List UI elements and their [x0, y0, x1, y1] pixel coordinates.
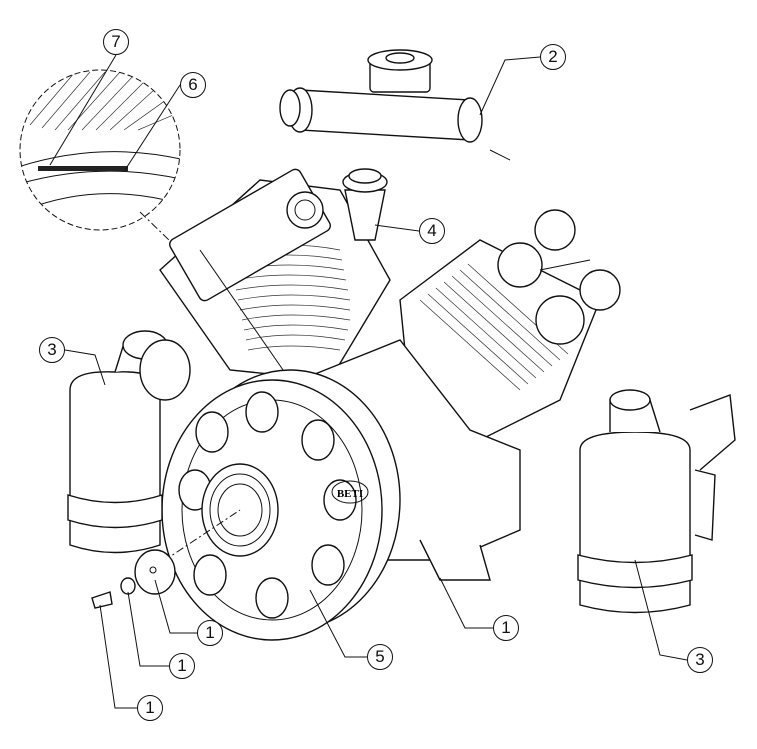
callout-7: 7 — [103, 29, 129, 55]
callout-5: 5 — [367, 644, 393, 670]
callout-6: 6 — [180, 72, 206, 98]
valve-part — [342, 168, 388, 241]
callout-3-left: 3 — [39, 337, 65, 363]
cap-washer-bolt — [91, 549, 176, 609]
filter-right — [577, 389, 736, 614]
callout-2: 2 — [540, 44, 566, 70]
left-cylinder — [159, 168, 391, 381]
callout-3-right: 3 — [687, 647, 713, 673]
callout-1-bolt: 1 — [137, 695, 163, 721]
callout-4: 4 — [419, 218, 445, 244]
callout-1-foot: 1 — [493, 615, 519, 641]
manifold-part — [279, 49, 511, 161]
filter-left — [67, 330, 191, 554]
callout-1-cap: 1 — [197, 620, 223, 646]
leader-lines — [49, 54, 688, 709]
brand-logo: BETI — [337, 488, 363, 500]
flywheel: BETI — [149, 369, 401, 641]
callout-1-washer: 1 — [169, 653, 195, 679]
right-cylinder — [399, 209, 621, 441]
